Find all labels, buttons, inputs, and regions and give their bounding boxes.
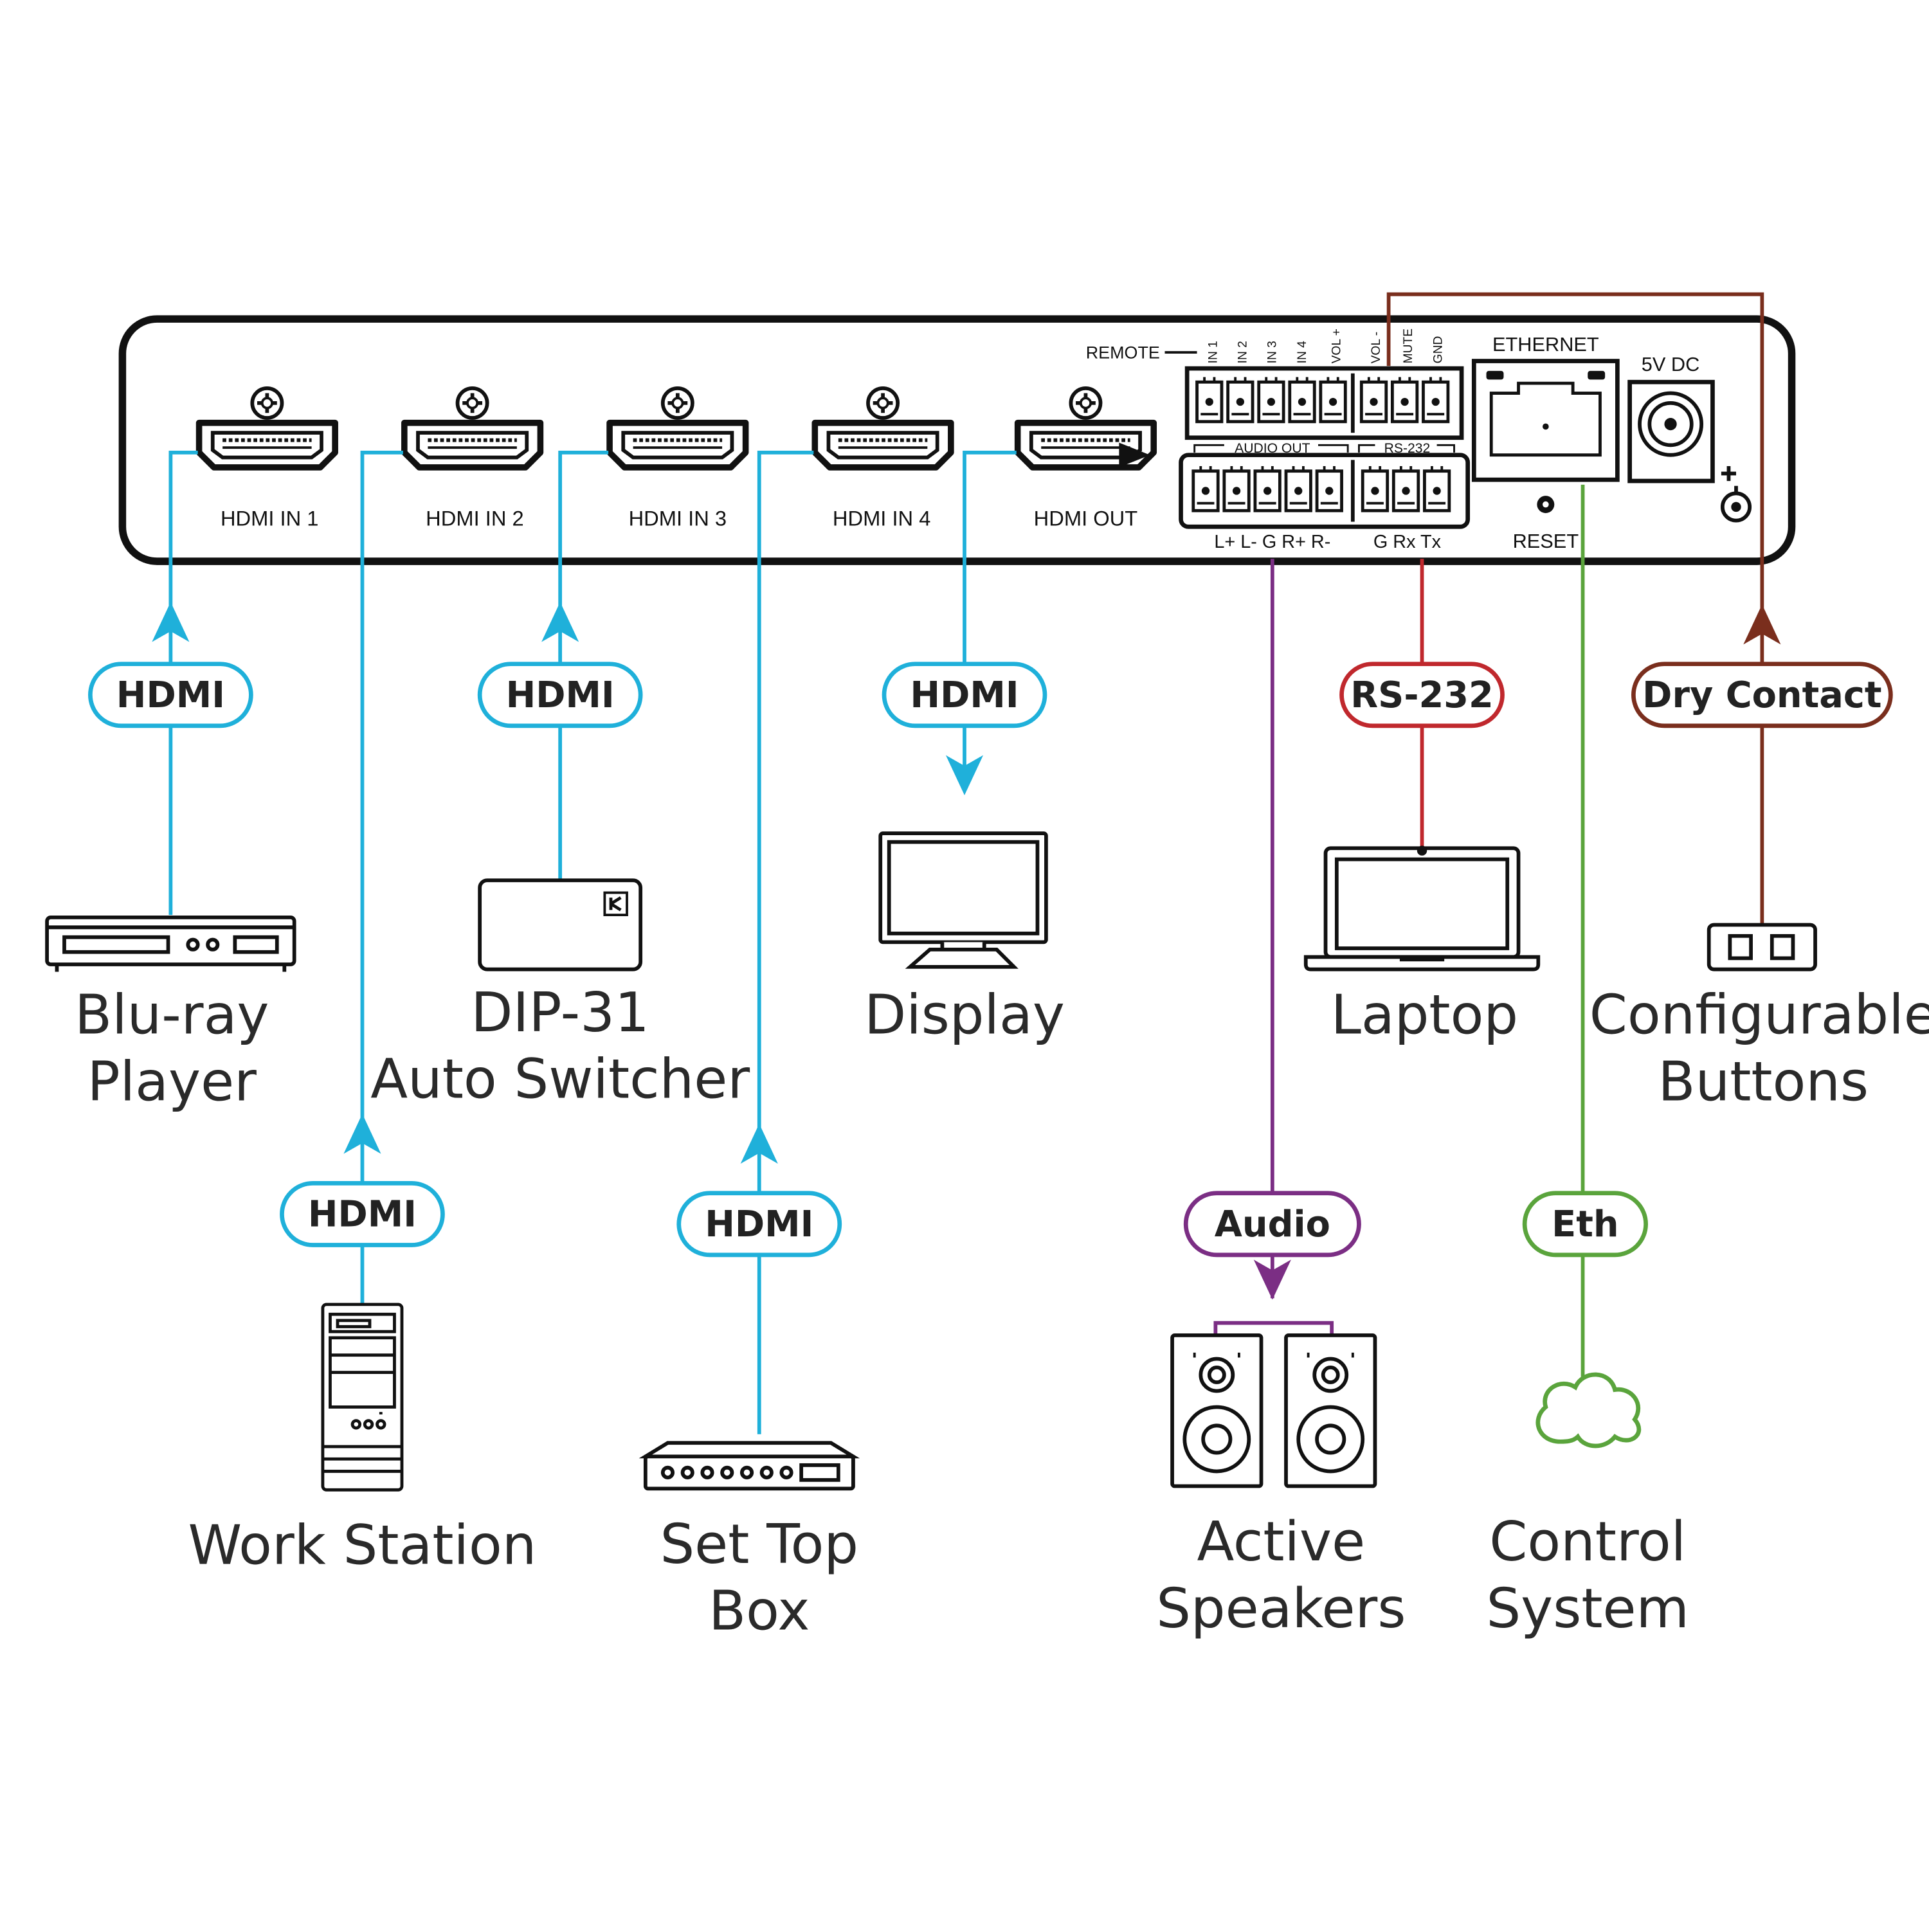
pill-dip31-hdmi: HDMI	[477, 662, 643, 728]
control-label-line1: Control	[1489, 1510, 1686, 1573]
cloud-icon	[1535, 1372, 1642, 1449]
bluray-player-icon	[45, 916, 296, 972]
dip31-switcher-icon	[478, 878, 643, 971]
speakers-label-line1: Active	[1197, 1510, 1365, 1573]
display-icon	[878, 831, 1048, 969]
reset-label: RESET	[1513, 530, 1579, 552]
display-label: Display	[864, 983, 1065, 1047]
hdmi-in-2-label: HDMI IN 2	[426, 506, 524, 530]
work-station-icon	[321, 1303, 404, 1492]
workstation-label: Work Station	[188, 1513, 536, 1577]
bluray-label-line2: Player	[87, 1050, 257, 1114]
hdmi-in-3-label: HDMI IN 3	[629, 506, 727, 530]
device-rear-panel: HDMI IN 1 HDMI IN 2 HDMI IN 3 HDMI IN 4 …	[118, 315, 1796, 565]
pill-settop-label: HDMI	[705, 1204, 813, 1245]
pill-display-label: HDMI	[910, 674, 1019, 716]
pill-speakers-label: Audio	[1215, 1204, 1330, 1245]
power-polarity-icon	[1720, 466, 1752, 523]
pill-control-eth: Eth	[1522, 1191, 1648, 1258]
power-jack[interactable]	[1627, 379, 1715, 483]
laptop-icon	[1303, 845, 1541, 971]
configurable-buttons-icon	[1707, 923, 1817, 971]
hdmi-in-4-label: HDMI IN 4	[833, 506, 931, 530]
rs232-pins-label: G Rx Tx	[1373, 532, 1442, 552]
audio-rs232-terminal-block[interactable]	[1179, 453, 1471, 529]
ethernet-label: ETHERNET	[1492, 333, 1599, 356]
pill-settop-hdmi: HDMI	[676, 1191, 842, 1258]
pill-laptop-rs232: RS-232	[1339, 662, 1505, 728]
pill-control-label: Eth	[1552, 1204, 1618, 1245]
control-label-line2: System	[1486, 1576, 1689, 1640]
device-labels: Blu-ray Player DIP-31 Auto Switcher Disp…	[75, 980, 1929, 1643]
buttons-label-line1: Configurable	[1589, 983, 1929, 1047]
power-label: 5V DC	[1642, 353, 1700, 375]
hdmi-out-label: HDMI OUT	[1034, 506, 1138, 530]
connection-lines	[152, 292, 1781, 1434]
pill-laptop-label: RS-232	[1350, 674, 1494, 716]
pill-buttons-drycontact: Dry Contact	[1631, 662, 1893, 728]
remote-pin-gnd: GND	[1431, 336, 1445, 364]
remote-pin-labels: IN 1 IN 2 IN 3 IN 4 VOL + VOL - MUTE GND	[1206, 329, 1445, 363]
output-arrow-icon	[1119, 442, 1150, 467]
ethernet-port[interactable]	[1471, 359, 1620, 482]
connection-pills: HDMI HDMI HDMI RS-232 Dry Contact HDMI H…	[88, 662, 1893, 1258]
remote-pin-volup: VOL +	[1330, 329, 1344, 363]
laptop-label: Laptop	[1331, 983, 1518, 1047]
hdmi-in-1-label: HDMI IN 1	[221, 506, 319, 530]
pill-workstation-hdmi: HDMI	[280, 1181, 445, 1247]
dip31-label-line1: DIP-31	[471, 980, 649, 1044]
settop-label-line1: Set Top	[660, 1512, 858, 1576]
audio-out-label: AUDIO OUT	[1235, 441, 1310, 456]
remote-label: REMOTE	[1086, 343, 1160, 363]
pill-bluray-hdmi: HDMI	[88, 662, 253, 728]
active-speakers-icon	[1170, 1333, 1377, 1488]
remote-pin-in2: IN 2	[1236, 341, 1249, 363]
dip31-label-line2: Auto Switcher	[370, 1047, 750, 1111]
pill-display-hdmi: HDMI	[882, 662, 1047, 728]
settop-label-line2: Box	[709, 1579, 810, 1643]
remote-pin-in3: IN 3	[1266, 341, 1280, 363]
pill-workstation-label: HDMI	[308, 1194, 417, 1236]
audio-pins-label: L+ L- G R+ R-	[1214, 532, 1330, 552]
pill-buttons-label: Dry Contact	[1642, 674, 1881, 716]
rs232-label: RS-232	[1384, 441, 1431, 456]
pill-dip31-label: HDMI	[506, 674, 615, 716]
bluray-label-line1: Blu-ray	[75, 983, 269, 1047]
pill-bluray-label: HDMI	[116, 674, 225, 716]
remote-pin-voldown: VOL -	[1370, 332, 1383, 363]
remote-pin-in1: IN 1	[1206, 341, 1220, 363]
remote-pin-in4: IN 4	[1296, 341, 1309, 364]
pill-speakers-audio: Audio	[1183, 1191, 1361, 1258]
set-top-box-icon	[638, 1441, 860, 1491]
remote-pin-mute: MUTE	[1402, 329, 1415, 363]
buttons-label-line2: Buttons	[1658, 1050, 1869, 1114]
speakers-label-line2: Speakers	[1156, 1576, 1406, 1640]
remote-terminal-block[interactable]	[1184, 366, 1464, 440]
